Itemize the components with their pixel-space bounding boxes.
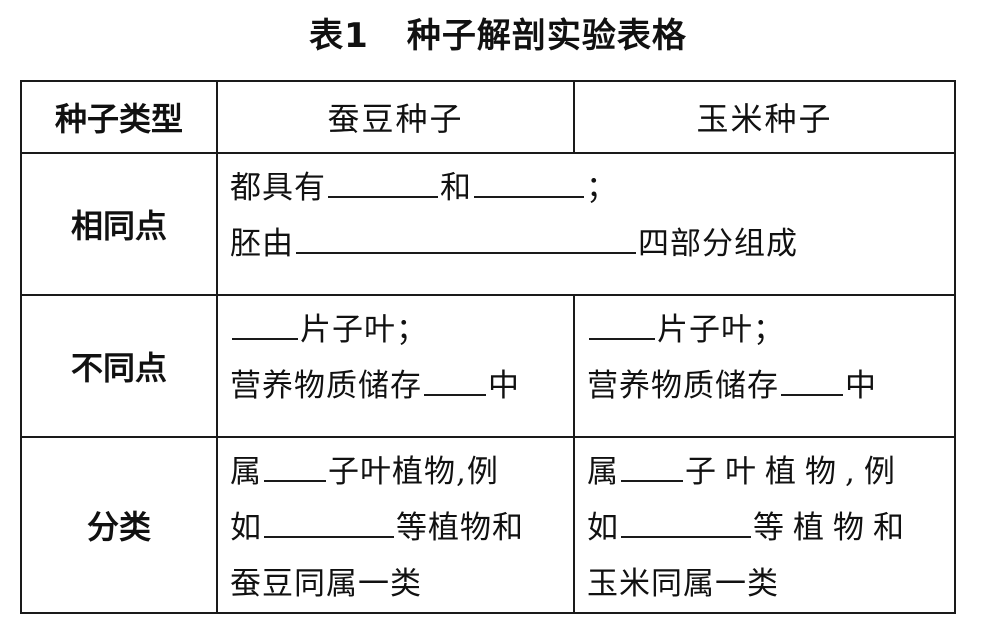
col-header-corn: 玉米种子 (573, 80, 956, 154)
col-header-bean: 蚕豆种子 (216, 80, 575, 154)
row-label-same: 相同点 (20, 152, 218, 296)
blank-corn-cotyledon-count (589, 308, 655, 340)
diff-corn-cotyledon: 片子叶； (657, 312, 785, 348)
blank-bean-class (264, 450, 326, 482)
diff-bean-line-2: 营养物质储存 中 (230, 358, 565, 414)
blank-corn-example (621, 506, 751, 538)
diff-bean-cotyledon: 片子叶； (300, 312, 428, 348)
blank-structure-1 (328, 166, 438, 198)
class-corn-plant: 子叶植物,例 (685, 454, 904, 490)
diff-corn-line-2: 营养物质储存 中 (587, 358, 946, 414)
diff-bean-in: 中 (488, 368, 520, 404)
page-title: 表1 种子解剖实验表格 (0, 8, 996, 57)
blank-corn-storage (781, 364, 843, 396)
diff-bean-storage: 营养物质储存 (230, 368, 422, 404)
class-bean-plant: 子叶植物,例 (328, 454, 499, 490)
same-text-semicolon: ； (586, 170, 618, 206)
class-corn-cell: 属 子叶植物,例 如 等植物和 玉米同属一类 (573, 436, 956, 614)
blank-embryo-parts (296, 222, 636, 254)
row-class: 分类 属 子叶植物,例 如 等植物和 蚕豆同属一类 属 子叶植物,例 如 等植物和 玉米… (20, 436, 956, 614)
same-text-and: 和 (440, 170, 472, 206)
blank-bean-example (264, 506, 394, 538)
class-corn-line-1: 属 子叶植物,例 (587, 444, 946, 500)
row-label-diff: 不同点 (20, 294, 218, 438)
diff-bean-line-1: 片子叶； (230, 302, 565, 358)
blank-bean-storage (424, 364, 486, 396)
class-corn-etc: 等植物和 (753, 510, 913, 546)
same-cell: 都具有 和 ； 胚由 四部分组成 (216, 152, 956, 296)
class-bean-cell: 属 子叶植物,例 如 等植物和 蚕豆同属一类 (216, 436, 575, 614)
class-corn-line-3: 玉米同属一类 (587, 566, 779, 602)
row-label-class: 分类 (20, 436, 218, 614)
diff-corn-in: 中 (845, 368, 877, 404)
class-bean-such-as: 如 (230, 510, 262, 546)
row-diff: 不同点 片子叶； 营养物质储存 中 片子叶； 营养物质储存 中 (20, 294, 956, 438)
corner-header: 种子类型 (20, 80, 218, 154)
class-corn-such-as: 如 (587, 510, 619, 546)
blank-corn-class (621, 450, 683, 482)
class-corn-belongs: 属 (587, 454, 619, 490)
same-text-embryo: 胚由 (230, 226, 294, 262)
class-bean-etc: 等植物和 (396, 510, 524, 546)
table-title: 种子解剖实验表格 (406, 16, 687, 56)
class-bean-line-3: 蚕豆同属一类 (230, 566, 422, 602)
blank-bean-cotyledon-count (232, 308, 298, 340)
blank-structure-2 (474, 166, 584, 198)
same-line-1: 都具有 和 ； (230, 160, 946, 216)
class-corn-line-2: 如 等植物和 (587, 500, 946, 556)
diff-corn-storage: 营养物质储存 (587, 368, 779, 404)
same-text-four-parts: 四部分组成 (638, 226, 798, 262)
diff-corn-cell: 片子叶； 营养物质储存 中 (573, 294, 956, 438)
table-number: 表1 (309, 16, 369, 56)
diff-bean-cell: 片子叶； 营养物质储存 中 (216, 294, 575, 438)
row-same: 相同点 都具有 和 ； 胚由 四部分组成 (20, 152, 956, 296)
class-bean-belongs: 属 (230, 454, 262, 490)
table-header-row: 种子类型 蚕豆种子 玉米种子 (20, 80, 956, 154)
same-text-has: 都具有 (230, 170, 326, 206)
same-line-2: 胚由 四部分组成 (230, 216, 946, 272)
class-bean-line-1: 属 子叶植物,例 (230, 444, 565, 500)
diff-corn-line-1: 片子叶； (587, 302, 946, 358)
class-bean-line-2: 如 等植物和 (230, 500, 565, 556)
seed-dissection-table: 种子类型 蚕豆种子 玉米种子 相同点 都具有 和 ； 胚由 四部分组成 不同点 片子叶… (20, 80, 956, 614)
